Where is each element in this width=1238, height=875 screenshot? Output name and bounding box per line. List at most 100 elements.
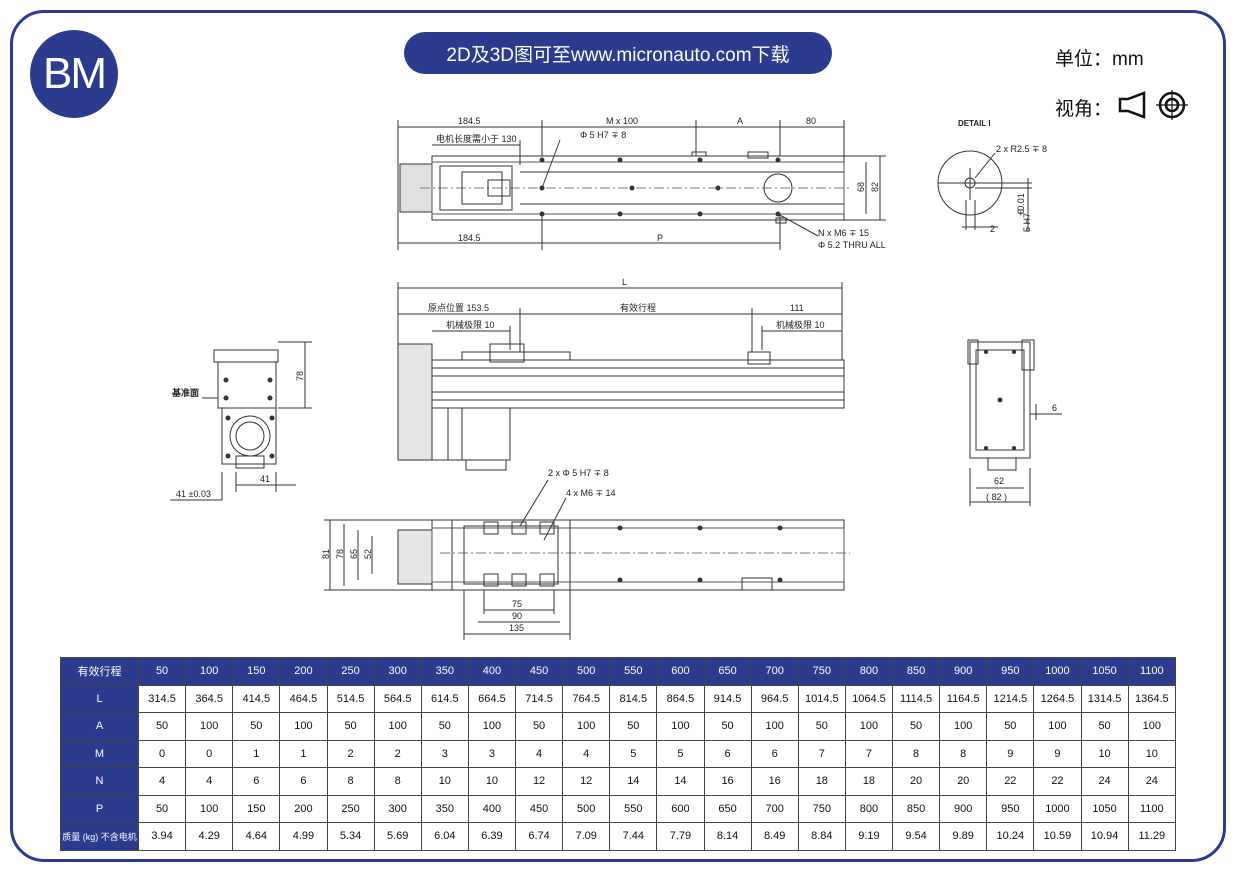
table-cell: 550	[609, 794, 658, 823]
table-cell: 50	[797, 712, 846, 741]
table-cell: 650	[703, 657, 752, 686]
table-cell: 100	[562, 712, 611, 741]
table-cell: 5	[609, 739, 658, 768]
top-dim-p: P	[657, 233, 663, 243]
table-cell: 9	[986, 739, 1035, 768]
side-dim-111: 111	[790, 303, 804, 313]
table-cell: 50	[1080, 712, 1129, 741]
table-cell: 650	[703, 794, 752, 823]
table-cell: 300	[373, 657, 422, 686]
top-screw-note-1: N x M6 ∓ 15	[818, 228, 869, 238]
table-cell: 11.29	[1127, 822, 1177, 851]
table-cell: 6.74	[514, 822, 564, 851]
top-dim-m: M x 100	[606, 116, 638, 126]
table-cell: 6	[750, 739, 799, 768]
table-cell: 1000	[1033, 794, 1082, 823]
top-dim-82: 82	[870, 182, 880, 192]
technical-drawing: 184.5 电机长度需小于 130 M x 100 A 80 Φ 5 H7 ∓ …	[170, 116, 1062, 640]
table-cell: 8	[891, 739, 941, 768]
table-cell: 700	[750, 657, 799, 686]
table-cell: 50	[137, 794, 187, 823]
table-cell: 100	[750, 712, 799, 741]
table-cell: 18	[797, 767, 846, 796]
download-banner: 2D及3D图可至www.micronauto.com下载	[404, 32, 832, 74]
table-cell: 8	[326, 767, 375, 796]
table-cell: 464.5	[279, 684, 328, 713]
table-cell: 864.5	[656, 684, 705, 713]
table-cell: 22	[1033, 767, 1082, 796]
table-cell: 814.5	[609, 684, 658, 713]
table-cell: 7.44	[609, 822, 658, 851]
bottom-view	[324, 479, 850, 640]
table-cell: 100	[279, 712, 328, 741]
left-dim-41-tol: 41 ±0.03	[176, 489, 211, 499]
table-cell: 550	[609, 657, 658, 686]
row-header: 有效行程	[60, 657, 139, 686]
row-header: M	[60, 739, 139, 768]
left-dim-78: 78	[295, 371, 305, 381]
detail-radius-note: 2 x R2.5 ∓ 8	[996, 144, 1047, 154]
top-motor-note: 电机长度需小于 130	[436, 133, 517, 144]
table-cell: 350	[420, 794, 469, 823]
detail-h7: 5 H7	[1022, 213, 1032, 232]
top-dim-68: 68	[856, 182, 866, 192]
table-cell: 7	[797, 739, 846, 768]
left-datum: 基准面	[171, 387, 199, 398]
left-dim-41: 41	[260, 474, 270, 484]
right-dim-62: 62	[994, 476, 1004, 486]
table-cell: 900	[939, 657, 988, 686]
table-cell: 10.24	[986, 822, 1035, 851]
side-dim-l: L	[622, 277, 627, 287]
table-cell: 200	[279, 657, 328, 686]
table-cell: 1314.5	[1080, 684, 1129, 713]
table-cell: 50	[137, 657, 187, 686]
table-cell: 750	[797, 657, 846, 686]
table-cell: 4	[137, 767, 187, 796]
table-cell: 24	[1080, 767, 1129, 796]
table-cell: 8.84	[797, 822, 846, 851]
table-cell: 7.79	[656, 822, 705, 851]
table-cell: 800	[844, 657, 894, 686]
table-cell: 0	[185, 739, 234, 768]
table-cell: 400	[467, 657, 517, 686]
table-cell: 100	[373, 712, 422, 741]
top-hole-note: Φ 5 H7 ∓ 8	[580, 130, 626, 140]
table-cell: 350	[420, 657, 469, 686]
table-cell: 100	[185, 794, 234, 823]
unit-label: 单位：mm	[1055, 49, 1144, 70]
table-cell: 9.54	[891, 822, 941, 851]
table-cell: 5.69	[373, 822, 422, 851]
table-cell: 764.5	[562, 684, 611, 713]
side-mech-left: 机械极限 10	[446, 319, 495, 330]
table-cell: 22	[986, 767, 1035, 796]
detail-dim-2: 2	[990, 224, 995, 234]
table-cell: 6	[703, 739, 752, 768]
table-cell: 6.39	[467, 822, 517, 851]
bottom-dim-75: 75	[512, 599, 522, 609]
right-dim-6: 6	[1052, 403, 1057, 413]
table-cell: 450	[514, 794, 564, 823]
table-cell: 1000	[1033, 657, 1082, 686]
table-cell: 250	[326, 657, 375, 686]
table-cell: 2	[373, 739, 422, 768]
top-dim-184-5-bottom: 184.5	[458, 233, 481, 243]
view-label: 视角：	[1055, 99, 1113, 120]
table-cell: 300	[373, 794, 422, 823]
side-stroke: 有效行程	[620, 302, 656, 313]
table-cell: 8.49	[750, 822, 799, 851]
table-cell: 800	[844, 794, 894, 823]
table-cell: 5.34	[326, 822, 375, 851]
table-cell: 2	[326, 739, 375, 768]
table-cell: 50	[137, 712, 187, 741]
table-cell: 150	[232, 657, 281, 686]
table-cell: 8	[939, 739, 988, 768]
side-view	[397, 282, 845, 471]
table-cell: 20	[891, 767, 941, 796]
bottom-dim-90: 90	[512, 611, 522, 621]
table-cell: 50	[703, 712, 752, 741]
table-cell: 414.5	[232, 684, 281, 713]
